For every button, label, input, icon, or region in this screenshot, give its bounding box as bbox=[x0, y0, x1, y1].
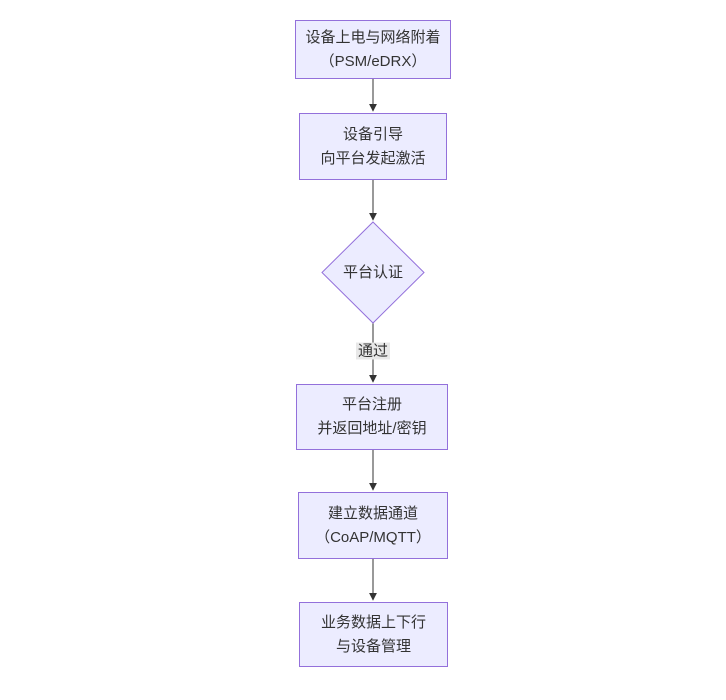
node-business-data-management: 业务数据上下行 与设备管理 bbox=[299, 602, 448, 667]
decision-diamond-shape bbox=[321, 221, 425, 324]
node-line: 平台认证 bbox=[342, 263, 403, 281]
node-line: 业务数据上下行 bbox=[320, 613, 426, 631]
node-line: 向平台发起激活 bbox=[320, 149, 426, 167]
node-line: 并返回地址/密钥 bbox=[317, 420, 427, 437]
node-line: 设备上电与网络附着 bbox=[305, 28, 441, 46]
node-platform-auth-decision: 平台认证 bbox=[322, 222, 424, 323]
node-line: 与设备管理 bbox=[335, 637, 411, 655]
node-power-on-network-attach: 设备上电与网络附着 （PSM/eDRX） bbox=[295, 20, 451, 79]
node-line: （PSM/eDRX） bbox=[319, 52, 427, 70]
node-line: （CoAP/MQTT） bbox=[315, 528, 431, 546]
edge-label-pass: 通过 bbox=[355, 342, 391, 360]
node-platform-register: 平台注册 并返回地址/密钥 bbox=[296, 384, 448, 450]
node-device-bootstrap: 设备引导 向平台发起激活 bbox=[299, 113, 447, 180]
node-line: 平台注册 bbox=[341, 396, 402, 413]
node-data-channel: 建立数据通道 （CoAP/MQTT） bbox=[298, 492, 448, 559]
node-line: 建立数据通道 bbox=[327, 504, 418, 522]
node-line: 设备引导 bbox=[342, 125, 403, 143]
